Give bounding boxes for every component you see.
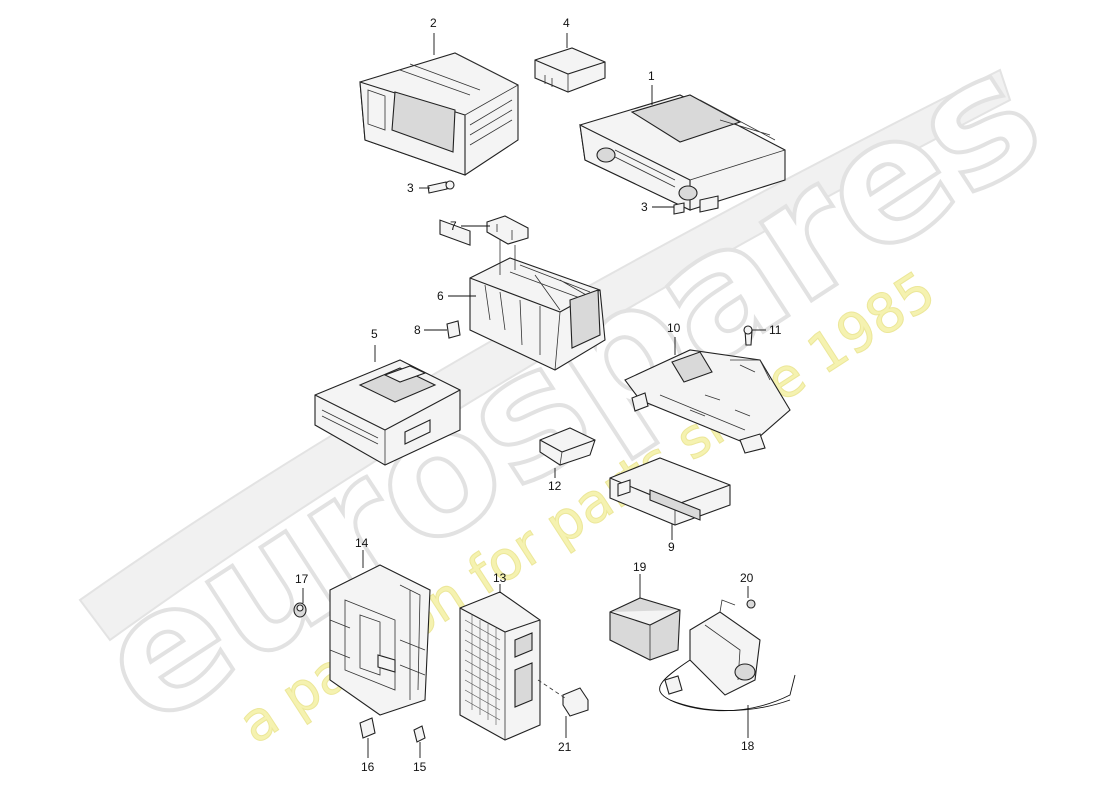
part-13-control-unit (459, 591, 541, 741)
vent-grid (464, 615, 501, 725)
part-7-bracket-clip (486, 215, 529, 245)
leader-lines (302, 33, 766, 758)
callout-11: 11 (769, 323, 782, 337)
part-17-nut (293, 602, 307, 618)
callout-19: 19 (633, 560, 647, 574)
part-16-clip (359, 717, 376, 739)
callout-18: 18 (741, 739, 755, 753)
part-4-small-module (534, 47, 606, 93)
callout-8: 8 (414, 323, 421, 337)
callout-10: 10 (667, 321, 681, 335)
callout-12: 12 (548, 479, 562, 493)
callout-20: 20 (740, 571, 754, 585)
callout-7: 7 (450, 219, 457, 233)
callout-2: 2 (430, 16, 437, 30)
part-19-cover (609, 597, 681, 661)
callout-21: 21 (558, 740, 572, 754)
part-10-tray-bracket (624, 349, 791, 454)
part-5-disc-drive (314, 359, 461, 466)
callout-labels: 2 4 1 3 3 7 6 8 5 10 11 12 9 14 17 13 19… (295, 16, 782, 774)
callout-17: 17 (295, 572, 309, 586)
part-14-holder-frame (329, 564, 431, 716)
part-6-mounting-frame (469, 240, 606, 371)
part-15-screw (413, 725, 426, 743)
callout-9: 9 (668, 540, 675, 554)
callout-15: 15 (413, 760, 427, 774)
callout-14: 14 (355, 536, 369, 550)
part-9-amplifier-module (609, 457, 731, 526)
watermark-brand: eurospares (64, 13, 1073, 764)
part-18-actuator-with-cable (659, 599, 796, 712)
callout-6: 6 (437, 289, 444, 303)
callout-4: 4 (563, 16, 570, 30)
callout-13: 13 (493, 571, 507, 585)
callout-3-right: 3 (641, 200, 648, 214)
part-21-connector (537, 679, 589, 717)
callout-3-left: 3 (407, 181, 414, 195)
part-12-control-module (539, 427, 596, 466)
part-8-pad (446, 320, 461, 339)
part-3-screw-left (427, 180, 455, 194)
part-11-screw (743, 325, 753, 346)
callout-16: 16 (361, 760, 375, 774)
watermark: eurospares a passion for parts since 198… (62, 11, 1075, 766)
part-2-navigation-unit (359, 52, 519, 246)
part-1-radio-head-unit (579, 94, 786, 213)
callout-5: 5 (371, 327, 378, 341)
part-20-screw (746, 599, 756, 609)
part-3-screw-right (673, 202, 685, 215)
callout-1: 1 (648, 69, 655, 83)
